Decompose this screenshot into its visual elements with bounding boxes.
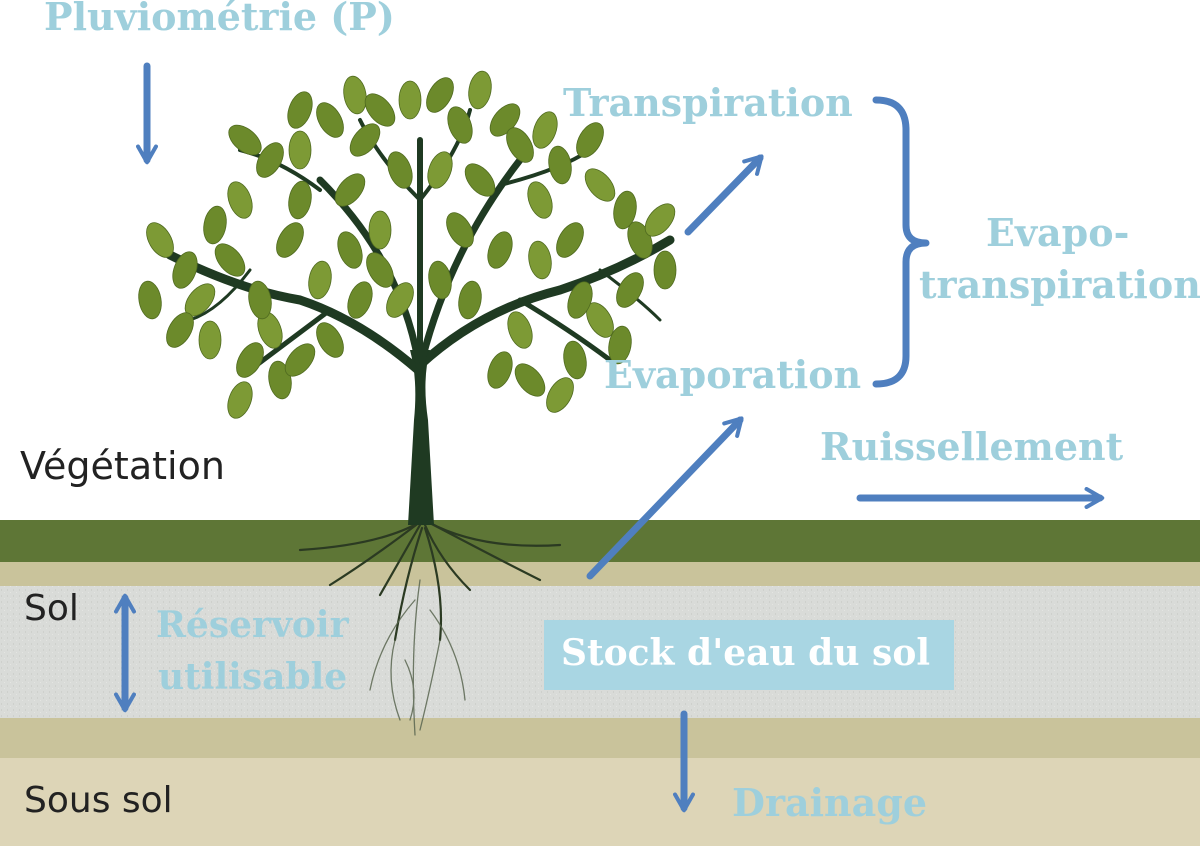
leaf [337, 231, 363, 269]
leaf [368, 210, 392, 250]
leaf [288, 180, 312, 220]
leaf [172, 251, 198, 289]
leaf [653, 250, 677, 290]
soil-band-lower [0, 718, 1200, 758]
subsoil-layer [0, 758, 1200, 846]
leaf [608, 325, 632, 365]
leaf [458, 280, 482, 320]
leaf [487, 351, 513, 389]
leaf [576, 122, 604, 158]
leaf [236, 342, 264, 378]
leaf [567, 281, 593, 319]
leaf [616, 272, 644, 308]
leaf [227, 181, 253, 219]
evapotranspiration-brace [872, 96, 930, 388]
sous-sol-label: Sous sol [24, 780, 173, 821]
leaf [446, 212, 474, 248]
leaf [316, 322, 344, 358]
leaf [349, 123, 381, 157]
leaf [426, 77, 454, 113]
evaporation-arrow [586, 416, 744, 580]
tree-icon [138, 70, 677, 736]
vegetation-label: Végétation [20, 444, 225, 488]
leaf [166, 312, 194, 348]
leaf [334, 173, 366, 207]
leaf [387, 151, 413, 189]
leaf [514, 363, 546, 397]
leaf [366, 252, 394, 288]
leaf [288, 130, 312, 170]
leaf [398, 80, 422, 120]
leaf [364, 93, 396, 127]
leaf [287, 91, 313, 129]
leaf [228, 124, 262, 156]
leaf [386, 282, 414, 318]
leaf [563, 340, 587, 380]
leaf [507, 311, 533, 349]
transpiration-label: Transpiration [563, 80, 853, 125]
leaf [146, 222, 174, 258]
pluviometrie-label: Pluviométrie (P) [44, 0, 395, 39]
leaf [203, 205, 227, 245]
leaf [214, 243, 246, 277]
leaf [198, 320, 222, 360]
leaf [316, 102, 344, 138]
leaf [527, 181, 553, 219]
leaf [428, 260, 452, 300]
leaf [284, 343, 316, 377]
leaf [447, 106, 473, 144]
leaf [256, 142, 284, 178]
leaf [308, 260, 332, 300]
ruissellement-label: Ruissellement [820, 424, 1124, 469]
drainage-label: Drainage [732, 780, 928, 825]
evapotranspiration-label-line2: transpiration [919, 262, 1200, 307]
transpiration-arrow [684, 154, 764, 236]
leaf [506, 127, 534, 163]
leaf [248, 280, 272, 320]
leaf [584, 168, 616, 202]
leaf [138, 280, 162, 320]
stock-box [544, 620, 954, 690]
leaf [546, 377, 574, 413]
sol-label: Sol [24, 588, 79, 629]
leaf [613, 190, 637, 230]
leaf [528, 240, 552, 280]
leaf [276, 222, 304, 258]
reservoir-label-line2: utilisable [158, 656, 348, 698]
leaf [343, 75, 367, 115]
grass-layer [0, 520, 1200, 562]
evaporation-label: Evaporation [604, 352, 862, 397]
leaf [548, 145, 572, 185]
leaf [487, 231, 513, 269]
stock-label: Stock d'eau du sol [561, 632, 930, 674]
leaf [532, 111, 558, 149]
leaf [227, 381, 253, 419]
leaf [468, 70, 492, 110]
evapotranspiration-label-line1: Evapo- [986, 210, 1130, 255]
leaf [464, 163, 496, 197]
leaf [347, 281, 373, 319]
leaf [427, 151, 453, 189]
reservoir-label-line1: Réservoir [156, 604, 349, 646]
leaf [644, 203, 676, 237]
leaf [556, 222, 584, 258]
